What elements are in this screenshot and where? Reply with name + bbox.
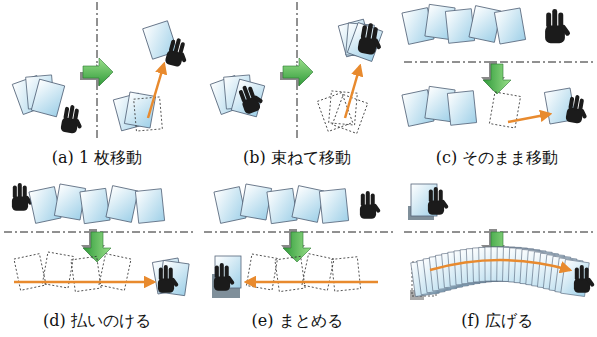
panel-caption: (b) 束ねて移動	[243, 148, 351, 167]
panel-caption: (c) そのまま移動	[436, 148, 559, 167]
panel-caption: (d) 払いのける	[43, 311, 151, 330]
panel-caption: (e) まとめる	[251, 311, 342, 330]
panel-caption: (f) 広げる	[461, 311, 533, 330]
panel-caption: (a) 1 枚移動	[52, 148, 142, 167]
